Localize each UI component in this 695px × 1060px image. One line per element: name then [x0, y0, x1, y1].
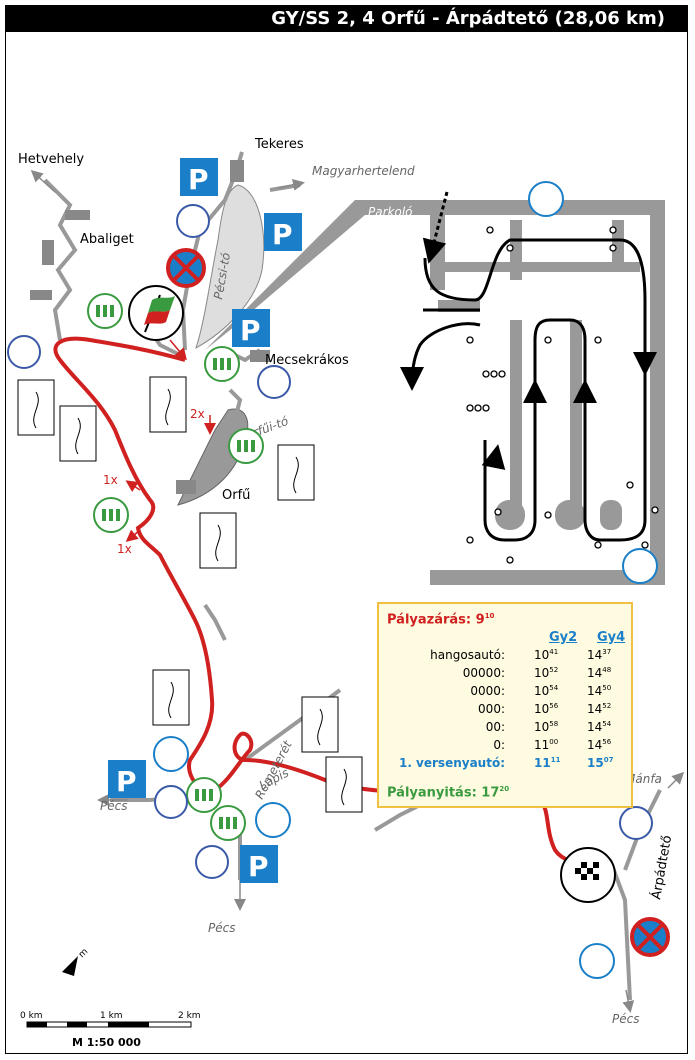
svg-text:P: P — [116, 765, 137, 798]
label-pecs-east: Pécs — [612, 1012, 639, 1026]
parkolo-lanes — [438, 220, 640, 530]
label-2x: 2x — [190, 407, 205, 421]
track-points — [466, 226, 659, 564]
parkolo-zone — [205, 200, 665, 585]
col-gy4: Gy4 — [597, 630, 626, 645]
svg-text:P: P — [188, 163, 209, 196]
time-gy2: 1058 — [534, 720, 559, 734]
row-label: hangosautó: — [430, 648, 505, 662]
parking-sign-pecsito: P — [264, 213, 302, 251]
time-gy4: 1452 — [587, 702, 612, 716]
time-gy4: 1448 — [587, 666, 612, 680]
svg-text:P: P — [248, 850, 269, 883]
label-arpadteto: Árpádtető — [648, 834, 675, 901]
row-label: 0: — [493, 738, 505, 752]
opening-time: Pályanyitás: 1720 — [387, 785, 510, 801]
row-label: 000: — [478, 702, 505, 716]
timetable-row: 00000: 1052 1448 — [379, 666, 631, 683]
parking-sign-remeteret: P — [108, 760, 146, 798]
scale-bar: 0 km 1 km 2 km — [20, 1011, 201, 1028]
label-pecs-west: Pécs — [100, 799, 127, 813]
spectator-zone-box — [17, 376, 363, 813]
timetable-row: 00: 1058 1454 — [379, 720, 631, 737]
zone-box-curves — [33, 388, 347, 806]
time-gy2: 1100 — [534, 738, 559, 752]
time-gy2: 1041 — [534, 648, 559, 662]
scale-ratio: M 1:50 000 — [72, 1036, 141, 1049]
pecsi-to-lake — [195, 184, 265, 350]
timetable-row: hangosautó: 1041 1437 — [379, 648, 631, 665]
row-label: 1. versenyautó: — [398, 756, 505, 770]
col-gy2: Gy2 — [549, 630, 578, 645]
timetable-box: Pályazárás: 910 Gy2 Gy4 hangosautó: 1041 1… — [377, 602, 633, 808]
finish-flag-icon — [560, 847, 616, 903]
north-arrow-icon: m — [62, 947, 90, 976]
road-arrows — [30, 169, 685, 1013]
time-gy4: 1456 — [587, 738, 612, 752]
label-1x-north: 1x — [103, 473, 118, 487]
time-gy2: 1052 — [534, 666, 559, 680]
timetable-row: 0: 1100 1456 — [379, 738, 631, 755]
info-point-icon — [7, 204, 653, 879]
row-label: 00: — [485, 720, 505, 734]
time-gy4: 1454 — [587, 720, 612, 734]
timetable-row: 000: 1056 1452 — [379, 702, 631, 719]
village-blocks — [30, 160, 270, 494]
map-frame — [5, 5, 688, 1054]
svg-text:2 km: 2 km — [178, 1011, 201, 1021]
parking-sign-south: P — [240, 845, 278, 883]
label-orfu: Orfű — [222, 488, 250, 503]
time-gy4: 1437 — [587, 648, 612, 662]
label-tekeres: Tekeres — [254, 137, 304, 152]
time-gy2: 1111 — [534, 756, 561, 770]
time-gy2: 1056 — [534, 702, 559, 716]
timetable-row: 0000: 1054 1450 — [379, 684, 631, 701]
label-mecsekrakos: Mecsekrákos — [265, 353, 349, 368]
svg-text:P: P — [272, 218, 293, 251]
spectator-figures — [96, 305, 255, 829]
time-gy2: 1054 — [534, 684, 559, 698]
time-gy4: 1507 — [587, 756, 614, 770]
label-abaliget: Abaliget — [80, 232, 134, 247]
title-bar: GY/SS 2, 4 Orfű - Árpádtető (28,06 km) — [6, 6, 687, 32]
label-parkolo: Parkoló — [368, 205, 413, 219]
restaurant-icon — [153, 181, 658, 979]
label-hetvehely: Hetvehely — [18, 152, 84, 167]
row-label: 00000: — [462, 666, 505, 680]
parking-sign-mecsek: P — [232, 309, 270, 347]
svg-text:m: m — [77, 947, 90, 960]
map-title: GY/SS 2, 4 Orfű - Árpádtető (28,06 km) — [271, 8, 665, 29]
row-label: 0000: — [470, 684, 505, 698]
parking-sign-tekeres: P — [180, 158, 218, 196]
no-stopping-icon — [166, 248, 670, 957]
svg-text:1 km: 1 km — [100, 1011, 123, 1021]
label-magyarhertelend: Magyarhertelend — [312, 164, 415, 178]
closing-time: Pályazárás: 910 — [387, 612, 495, 628]
label-manfa: Mánfa — [625, 772, 662, 786]
time-gy4: 1450 — [587, 684, 612, 698]
timetable-row: 1. versenyautó: 1111 1507 — [379, 756, 631, 773]
label-pecs-south: Pécs — [208, 921, 235, 935]
service-track — [400, 191, 657, 542]
svg-text:0 km: 0 km — [20, 1011, 43, 1021]
svg-text:P: P — [240, 314, 261, 347]
route-arrows — [125, 339, 216, 542]
start-flag-icon — [128, 285, 184, 341]
label-1x-south: 1x — [117, 542, 132, 556]
